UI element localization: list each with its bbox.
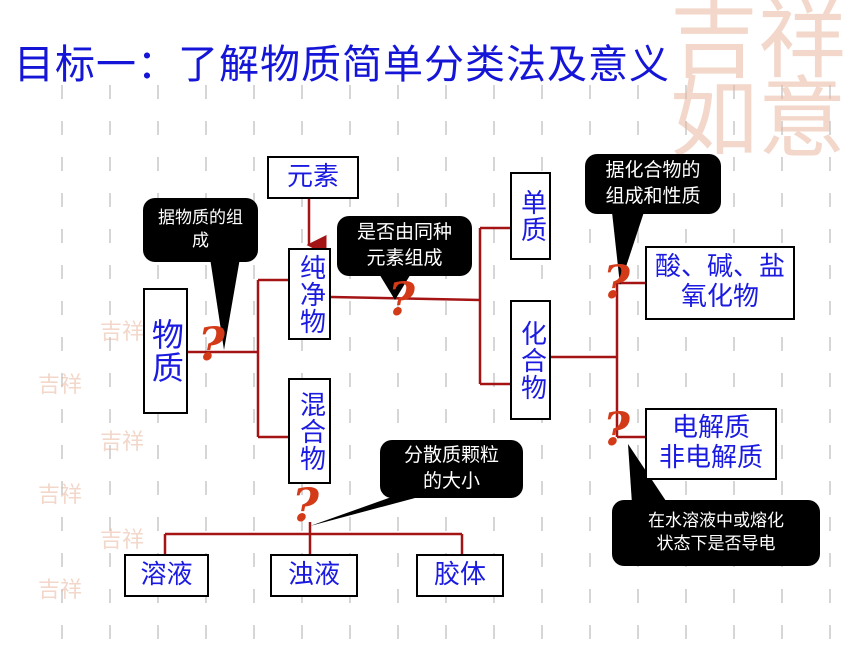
question-mark-5: ? [292,478,319,532]
node-acids-bases-salts-oxides: 酸、碱、盐 氧化物 [645,246,795,320]
bubble-same-element: 是否由同种 元素组成 [337,216,472,276]
decorative-seal-left-4: 吉祥 [38,483,83,508]
question-mark-2: ? [388,272,415,326]
node-element: 元素 [267,156,359,199]
decorative-seal-top-right: 吉祥如意 [670,0,847,171]
node-electrolytes: 电解质 非电解质 [645,408,777,480]
decorative-seal-left-1: 吉祥 [100,320,145,345]
node-pure-substance: 纯净物 [288,248,331,340]
node-mixture: 混合物 [288,378,331,484]
node-solution: 溶液 [124,554,209,597]
bubble-conductivity: 在水溶液中或熔化 状态下是否导电 [612,500,820,566]
decorative-seal-left-6: 吉祥 [38,578,83,603]
node-compound: 化合物 [510,300,551,420]
decorative-seal-left-3: 吉祥 [100,430,145,455]
bubble-compound-basis: 据化合物的 组成和性质 [585,154,721,214]
decorative-seal-left-2: 吉祥 [38,373,83,398]
question-mark-4: ? [603,402,630,456]
node-colloid: 胶体 [416,554,504,597]
page-title: 目标一：了解物质简单分类法及意义 [14,42,670,88]
bubble-by-composition: 据物质的组 成 [143,198,258,262]
node-suspension: 浊液 [270,554,358,597]
bubble-particle-size: 分散质颗粒 的大小 [380,440,523,498]
question-mark-3: ? [603,255,630,309]
node-matter: 物质 [143,288,188,414]
node-simple-substance: 单质 [510,172,551,260]
question-mark-1: ? [198,317,225,371]
decorative-seal-left-5: 吉祥 [100,528,145,553]
